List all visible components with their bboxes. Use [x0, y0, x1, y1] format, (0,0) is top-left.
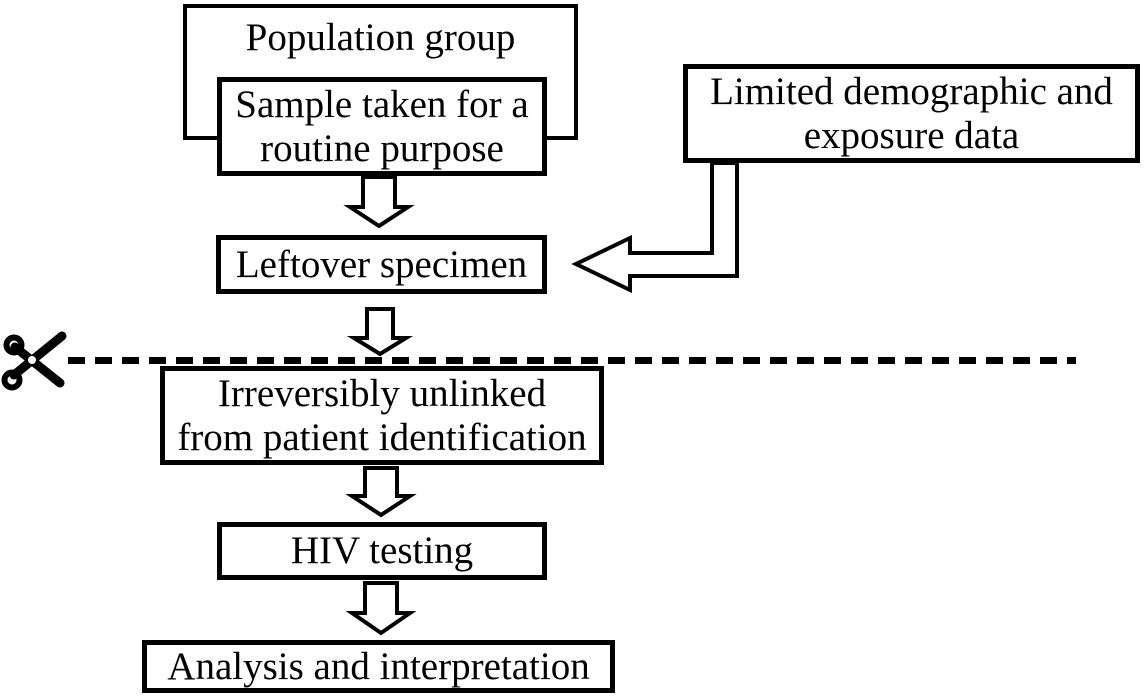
left-elbow-arrow-icon: [571, 161, 739, 294]
node-label: Leftover specimen: [235, 242, 528, 286]
node-leftover-specimen: Leftover specimen: [216, 235, 547, 294]
node-label-line2: exposure data: [803, 113, 1020, 157]
node-label: Population group: [245, 16, 516, 59]
down-arrow-icon: [346, 307, 414, 357]
node-label: HIV testing: [290, 529, 474, 573]
node-analysis-interpretation: Analysis and interpretation: [142, 640, 615, 693]
down-arrow-icon: [345, 466, 417, 518]
node-label-line1: Irreversibly unlinked: [217, 371, 547, 415]
node-label-line1: Limited demographic and: [710, 69, 1113, 113]
node-label-line2: from patient identification: [177, 415, 587, 459]
node-label-line1: Sample taken for a: [235, 82, 529, 126]
node-sample-taken: Sample taken for a routine purpose: [217, 77, 547, 176]
node-label-line2: routine purpose: [260, 126, 504, 170]
anonymization-cut-line: [68, 357, 1076, 364]
down-arrow-icon: [345, 581, 417, 636]
node-irreversibly-unlinked: Irreversibly unlinked from patient ident…: [160, 366, 604, 465]
node-limited-demographic-data: Limited demographic and exposure data: [683, 64, 1140, 163]
node-hiv-testing: HIV testing: [217, 522, 547, 580]
scissors-icon: [1, 331, 67, 391]
down-arrow-icon: [343, 175, 415, 229]
node-label: Analysis and interpretation: [167, 644, 590, 688]
